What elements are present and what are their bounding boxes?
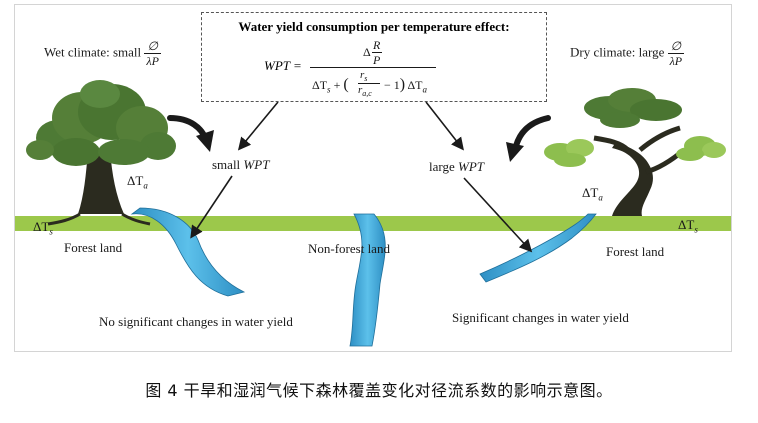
large-wpt-var: WPT — [458, 159, 484, 174]
formula-den-rac-r: r — [358, 84, 363, 96]
wet-climate-label: Wet climate: small ∅ λP — [44, 40, 161, 67]
formula-numerator-p: P — [373, 53, 381, 67]
left-delta-ta-main: ΔT — [127, 173, 144, 188]
formula-den-rs-r: r — [360, 69, 365, 81]
large-wpt-to-river-arrow — [463, 177, 533, 253]
formula-to-large-wpt-arrow — [425, 101, 464, 151]
formula-title: Water yield consumption per temperature … — [238, 19, 510, 34]
right-curved-arrow — [506, 115, 551, 162]
formula-den-dt: ΔT — [312, 78, 328, 92]
formula-to-small-wpt-arrow — [237, 101, 279, 151]
figure-frame — [14, 4, 732, 352]
left-delta-ts: ΔTs — [33, 220, 53, 237]
formula-den-rs: rs — [360, 70, 367, 83]
left-delta-ta: ΔTa — [127, 174, 148, 191]
dry-fraction-den: λP — [669, 54, 683, 68]
middle-river — [349, 213, 386, 347]
right-delta-ts: ΔTs — [678, 218, 698, 235]
formula-den-rs-sub: s — [364, 74, 368, 84]
formula-lhs: WPT = — [264, 58, 302, 73]
no-significant-change-label: No significant changes in water yield — [99, 314, 293, 329]
left-river — [130, 207, 246, 297]
formula-den-plus: + — [333, 78, 341, 92]
formula-den-rac-sub: a,c — [362, 89, 372, 99]
formula-den-sub-a: a — [422, 84, 428, 95]
dry-climate-label: Dry climate: large ∅ λP — [570, 40, 685, 68]
formula-numerator-r: R — [373, 38, 381, 52]
small-wpt-to-forest-arrow — [190, 175, 233, 239]
formula-fraction-bar — [310, 67, 436, 68]
formula-numerator-delta: Δ — [363, 45, 371, 59]
right-delta-ts-sub: s — [694, 224, 698, 235]
right-delta-ta-sub: a — [598, 192, 603, 203]
significant-change-label: Significant changes in water yield — [452, 310, 629, 325]
right-delta-ta-main: ΔT — [582, 185, 599, 200]
wet-fraction-den: λP — [146, 54, 159, 68]
left-delta-ts-main: ΔT — [33, 219, 50, 234]
dry-fraction-num: ∅ — [667, 40, 685, 54]
small-wpt-prefix: small — [212, 157, 241, 172]
formula-den-inner-rule — [358, 83, 380, 84]
right-delta-ta: ΔTa — [582, 186, 603, 203]
left-curved-arrow — [167, 115, 214, 152]
wet-fraction-num: ∅ — [144, 40, 161, 54]
formula-den-sub-s: s — [327, 84, 331, 95]
right-delta-ts-main: ΔT — [678, 217, 695, 232]
left-delta-ts-sub: s — [49, 226, 53, 237]
dry-climate-text: Dry climate: large — [570, 44, 665, 60]
wet-tree-trunk — [78, 150, 124, 214]
small-wpt-label: small WPT — [212, 158, 269, 171]
figure-caption: 图 4 干旱和湿润气候下森林覆盖变化对径流系数的影响示意图。 — [145, 381, 613, 400]
formula-box: Water yield consumption per temperature … — [201, 12, 547, 102]
dry-tree-illustration — [544, 88, 726, 216]
large-wpt-label: large WPT — [429, 160, 484, 173]
wet-tree-illustration — [26, 80, 176, 226]
dry-climate-fraction: ∅ λP — [667, 40, 685, 68]
formula-den-minus-one: − 1 — [384, 78, 400, 92]
formula-numerator-rule — [372, 52, 382, 53]
formula-den-rac: ra,c — [358, 85, 372, 98]
right-forest-land-label: Forest land — [606, 244, 665, 259]
dry-tree-trunk — [612, 142, 653, 216]
small-wpt-var: WPT — [243, 157, 270, 172]
formula-den-dta: ΔT — [407, 78, 423, 92]
left-delta-ta-sub: a — [143, 180, 148, 191]
formula-denominator-dts: ΔTs + ( — [312, 76, 349, 95]
wet-climate-text: Wet climate: small — [44, 44, 142, 60]
non-forest-land-label: Non-forest land — [308, 241, 390, 256]
large-wpt-prefix: large — [429, 159, 455, 174]
formula-den-tail: − 1) ΔTa — [384, 76, 428, 95]
wet-climate-fraction: ∅ λP — [144, 40, 161, 67]
left-forest-land-label: Forest land — [64, 240, 123, 255]
